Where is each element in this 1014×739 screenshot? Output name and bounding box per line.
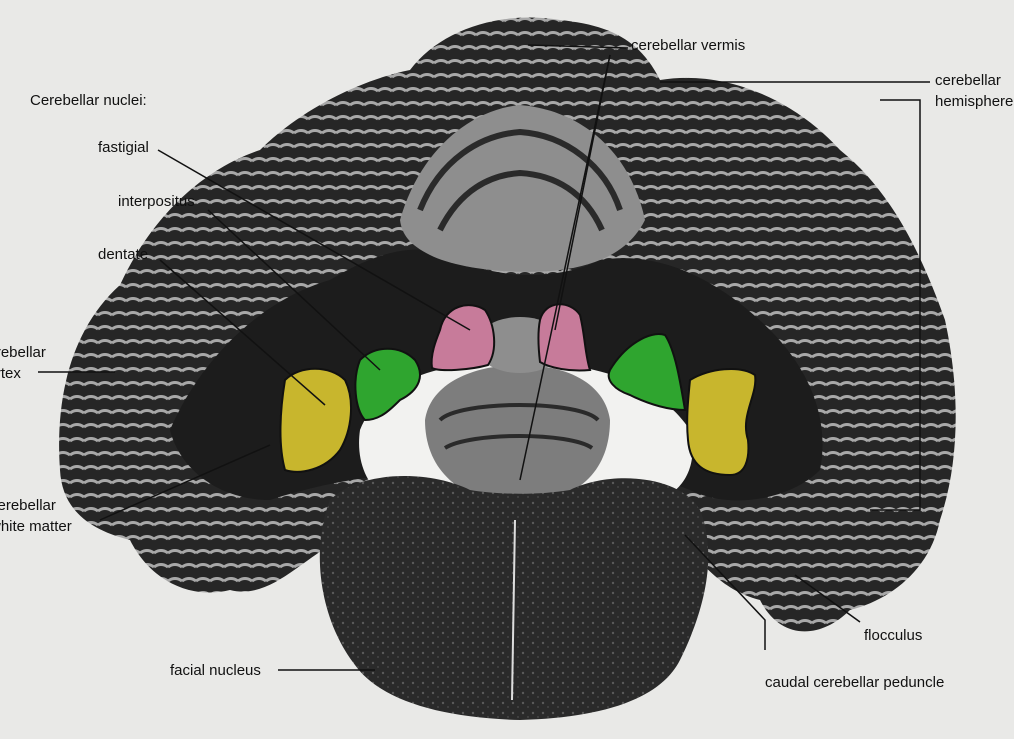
label-interpositus: interpositus bbox=[118, 193, 195, 210]
label-hemisphere-line2: hemisphere bbox=[935, 93, 1013, 110]
label-white-matter-line2: white matter bbox=[0, 518, 72, 535]
label-white-matter-line1: cerebellar bbox=[0, 497, 56, 514]
label-cerebellar-vermis: cerebellar vermis bbox=[631, 37, 745, 54]
label-hemisphere-line1: cerebellar bbox=[935, 72, 1001, 89]
label-facial-nucleus: facial nucleus bbox=[170, 662, 261, 679]
label-dentate: dentate bbox=[98, 246, 148, 263]
label-fastigial: fastigial bbox=[98, 139, 149, 156]
dentate-nucleus-right bbox=[687, 369, 755, 475]
label-cortex-line2: cortex bbox=[0, 365, 21, 382]
label-flocculus: flocculus bbox=[864, 627, 922, 644]
label-cortex-line1: cerebellar bbox=[0, 344, 46, 361]
heading-cerebellar-nuclei: Cerebellar nuclei: bbox=[30, 92, 147, 109]
label-caudal-cerebellar-peduncle: caudal cerebellar peduncle bbox=[765, 674, 944, 691]
